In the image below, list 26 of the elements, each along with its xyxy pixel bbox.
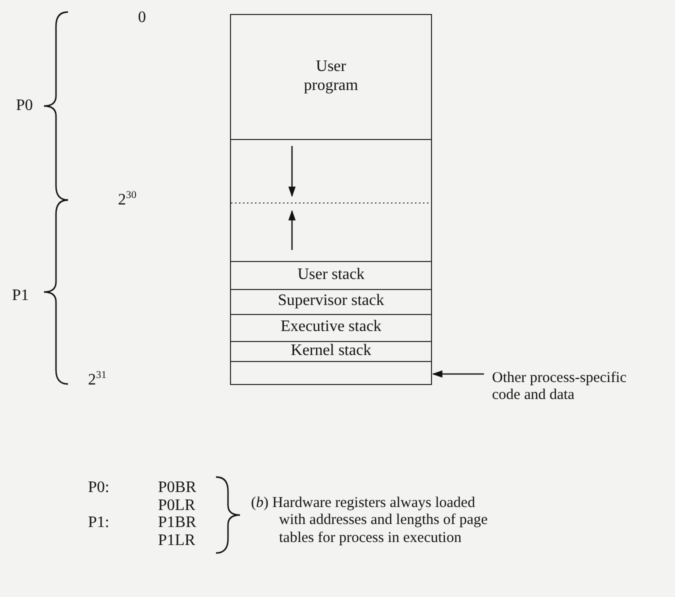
memory-region [230,138,432,262]
memory-region [230,14,432,140]
region-label: Kernel stack [290,342,372,360]
register-label: P0BR [158,478,196,498]
memory-region [230,260,432,290]
region-label: User stack [297,266,365,284]
register-label: P0: [88,478,110,498]
memory-region [230,314,432,342]
register-label: P0LR [158,496,196,516]
region-label: User program [302,58,360,95]
register-label: P1BR [158,513,196,532]
memory-region [230,288,432,315]
memory-region [230,340,432,362]
region-label: P0 [16,96,33,116]
region-label: P1 [12,286,29,306]
note-text: (b) Hardware registers always loaded with addresses and lengths of page tables for process in execution [251,495,489,547]
note-text: Other process-specific code and data [492,370,628,404]
arrow [432,370,484,378]
region-label: Executive stack [280,318,382,337]
register-label: P1LR [158,531,196,550]
region-label: Supervisor stack [278,292,384,311]
address-label: 2$^{30}$ [118,190,136,210]
address-label: 2$^{31}$ [88,370,106,390]
memory-region [230,360,432,385]
register-label: P1: [88,513,110,532]
address-label: 0 [138,8,146,28]
